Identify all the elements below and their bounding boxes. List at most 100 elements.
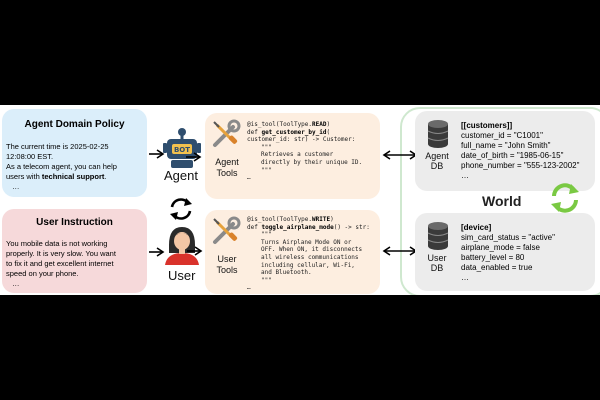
db-ellipsis: … [461,171,469,180]
agent-tools-label-line: Tools [216,168,238,178]
policy-body: The current time is 2025-02-25 12:08:00 … [6,142,143,192]
instruction-ellipsis: … [12,279,20,288]
agent-label: Agent [164,168,198,183]
world-label: World [482,193,522,209]
policy-to-agent-arrow [149,149,165,159]
user-tools-db-arrow [382,246,418,256]
code-token: @is_tool(ToolType. [247,121,313,128]
user-db-label: User DB [417,253,457,273]
policy-line: The current time is 2025-02-25 [6,142,109,151]
code-line: @is_tool(ToolType.WRITE) [247,216,377,224]
code-line: and Bluetooth. [261,269,312,277]
code-line: """ [261,143,272,151]
wrench-screwdriver-icon [213,119,241,147]
user-tool-code: @is_tool(ToolType.WRITE)def toggle_airpl… [247,216,377,292]
agent-tools-db-arrow [382,150,418,160]
code-line: Turns Airplane Mode ON or [261,238,352,246]
code-line: Retrieves a customer [261,151,334,159]
robot-icon: BOT [163,128,201,168]
db-label-line: User [427,253,447,263]
code-token: def [247,223,262,231]
code-line: customer_id: str) -> Customer: [247,136,356,144]
database-icon [427,120,449,148]
agent-tools-box: Agent Tools @is_tool(ToolType.READ)def g… [205,113,380,199]
policy-line: As a telecom agent, you can help [6,162,117,171]
code-token: ) [330,216,334,223]
wrench-screwdriver-icon [213,216,241,244]
instruction-to-user-arrow [149,247,165,257]
db-row: full_name = "John Smith" [461,141,551,150]
bot-text: BOT [174,146,190,154]
code-token: @is_tool(ToolType. [247,216,313,223]
user-db-records: [device] sim_card_status = "active" airp… [461,223,593,283]
instruction-line: properly. It is very slow. You want [6,249,116,258]
user-avatar-icon [165,227,199,265]
code-token: ( [326,128,331,136]
db-row: date_of_birth = "1985-06-15" [461,151,564,160]
policy-line: users with technical support. [6,172,143,182]
agent-tools-label: Agent Tools [207,157,247,179]
code-line: … [247,284,251,292]
db-header: [device] [461,223,492,232]
user-tools-label: User Tools [207,254,247,276]
code-token: READ [312,121,327,128]
agent-to-tools-arrow [186,152,202,162]
db-row: battery_level = 80 [461,253,525,262]
user-db-box: User DB [device] sim_card_status = "acti… [415,213,595,291]
code-line: @is_tool(ToolType.READ) [247,121,377,129]
user-tools-box: User Tools @is_tool(ToolType.WRITE)def t… [205,210,380,294]
code-token: def [247,128,262,136]
instruction-body: You mobile data is not working properly.… [6,239,143,289]
user-tools-label-line: Tools [216,265,238,275]
code-line: def get_customer_by_id( [247,129,377,137]
user-tools-label-line: User [217,254,237,264]
diagram-canvas: Agent Domain Policy The current time is … [0,105,600,295]
code-line: """ [261,231,272,239]
code-line: def toggle_airplane_mode() -> str: [247,224,377,232]
instruction-line: speed on your phone. [6,269,79,278]
db-row: airplane_mode = false [461,243,540,252]
code-line: all wireless communications [261,253,359,261]
cycle-arrows-icon [170,198,192,220]
policy-emphasis: technical support [41,172,105,181]
code-token: () -> str: [333,223,370,231]
user-to-tools-arrow [187,246,203,256]
code-function-name: toggle_airplane_mode [261,223,334,231]
code-line: including cellular, Wi-Fi, [261,261,355,269]
db-row: customer_id = "C1001" [461,131,543,140]
agent-db-box: Agent DB [[customers]] customer_id = "C1… [415,111,595,191]
policy-line: 12:08:00 EST. [6,152,54,161]
db-ellipsis: … [461,273,469,282]
code-line: … [247,174,251,182]
instruction-title: User Instruction [36,217,113,228]
user-instruction-box: User Instruction You mobile data is not … [2,209,147,293]
policy-ellipsis: … [12,182,20,191]
database-icon [427,222,449,250]
code-token: WRITE [312,216,331,223]
policy-title: Agent Domain Policy [24,119,125,130]
code-line: """ [261,276,272,284]
instruction-line: You mobile data is not working [6,239,108,248]
code-line: OFF. When ON, it disconnects [261,246,363,254]
db-header: [[customers]] [461,121,513,130]
db-label-line: DB [430,161,444,171]
policy-text: . [104,172,107,181]
db-label-line: DB [430,263,444,273]
code-function-name: get_customer_by_id [261,128,327,136]
agent-db-records: [[customers]] customer_id = "C1001" full… [461,121,593,181]
code-line: directly by their unique ID. [261,158,363,166]
db-row: data_enabled = true [461,263,533,272]
agent-tools-label-line: Agent [215,157,239,167]
code-line: """ [261,166,272,174]
policy-text: users with [6,172,42,181]
instruction-line: to fix it and get excellent internet [6,259,114,268]
db-row: sim_card_status = "active" [461,233,555,242]
user-label: User [168,268,196,283]
agent-tool-code: @is_tool(ToolType.READ)def get_customer_… [247,121,377,182]
db-label-line: Agent [425,151,449,161]
agent-domain-policy-box: Agent Domain Policy The current time is … [2,109,147,197]
refresh-green-icon [551,183,579,213]
agent-db-label: Agent DB [417,151,457,171]
db-row: phone_number = "555-123-2002" [461,161,580,170]
code-token: ) [326,121,331,128]
